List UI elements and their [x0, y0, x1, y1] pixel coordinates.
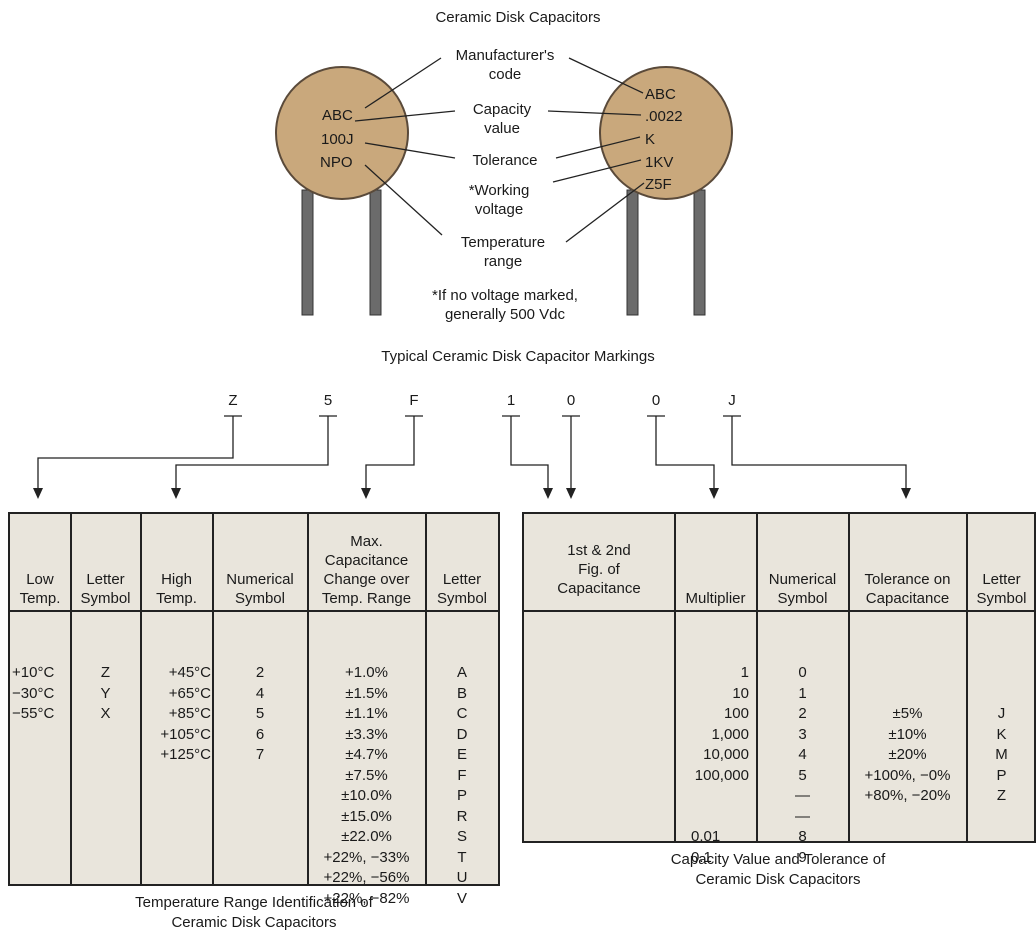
- arrow-5: [175, 416, 329, 492]
- voltage-footnote: *If no voltage marked,generally 500 Vdc: [432, 287, 578, 323]
- arrow-1: [510, 416, 549, 492]
- arrow-z: [37, 416, 234, 492]
- leader-tolerance-right: [555, 136, 641, 159]
- th-multiplier: Multiplier: [685, 590, 746, 607]
- cap-table-header: [524, 514, 1034, 612]
- markings-caption: Typical Ceramic Disk Capacitor Markings: [381, 348, 655, 365]
- temp-table-header: [10, 514, 498, 612]
- leader-temperature-left: [364, 164, 443, 236]
- left-disk-line-2: 100J: [321, 131, 354, 148]
- leader-manufacturer-left: [364, 57, 442, 109]
- code-letter-0a: 0: [566, 392, 576, 409]
- col-high-temp: +45°C+65°C+85°C+105°C+125°C: [160, 664, 211, 763]
- right-disk-line-2: .0022: [645, 108, 683, 125]
- leader-capacity-left: [354, 110, 456, 122]
- col-capacitance-change: +1.0%±1.5%±1.1%±3.3%±4.7%±7.5%±10.0%±15.…: [323, 664, 410, 907]
- leader-manufacturer-right: [568, 57, 644, 94]
- left-capacitor-disk: [275, 66, 409, 200]
- callout-tolerance: Tolerance: [472, 152, 538, 169]
- arrow-f: [365, 416, 415, 492]
- leader-voltage-right: [552, 159, 642, 183]
- left-capacitor-lead-2: [369, 189, 382, 316]
- right-disk-line-3: K: [645, 131, 656, 148]
- diagram-title: Ceramic Disk Capacitors: [435, 9, 601, 26]
- right-disk-line-1: ABC: [645, 86, 676, 103]
- left-capacitor-lead-1: [301, 189, 314, 316]
- leader-capacity-right: [547, 110, 642, 116]
- leader-temperature-right: [565, 182, 645, 243]
- left-disk-line-1: ABC: [322, 107, 353, 124]
- right-disk-line-5: Z5F: [645, 176, 672, 193]
- code-letter-5: 5: [323, 392, 333, 409]
- left-disk-line-3: NPO: [320, 154, 353, 171]
- leader-tolerance-left: [364, 142, 456, 159]
- col-low-temp: +10°C−30°C−55°C: [12, 664, 55, 722]
- code-letter-f: F: [409, 392, 419, 409]
- code-letter-0b: 0: [651, 392, 661, 409]
- col-tolerance: ±5%±10%±20%+100%, −0%+80%, −20%: [864, 705, 951, 804]
- code-letter-j: J: [728, 392, 736, 409]
- code-letter-1: 1: [506, 392, 516, 409]
- right-disk-line-4: 1KV: [645, 154, 674, 171]
- arrow-j: [731, 416, 907, 492]
- arrow-0b: [655, 416, 715, 492]
- right-capacitor-disk: [599, 66, 733, 200]
- code-letter-z: Z: [228, 392, 238, 409]
- right-capacitor-lead-2: [693, 189, 706, 316]
- right-capacitor-lead-1: [626, 189, 639, 316]
